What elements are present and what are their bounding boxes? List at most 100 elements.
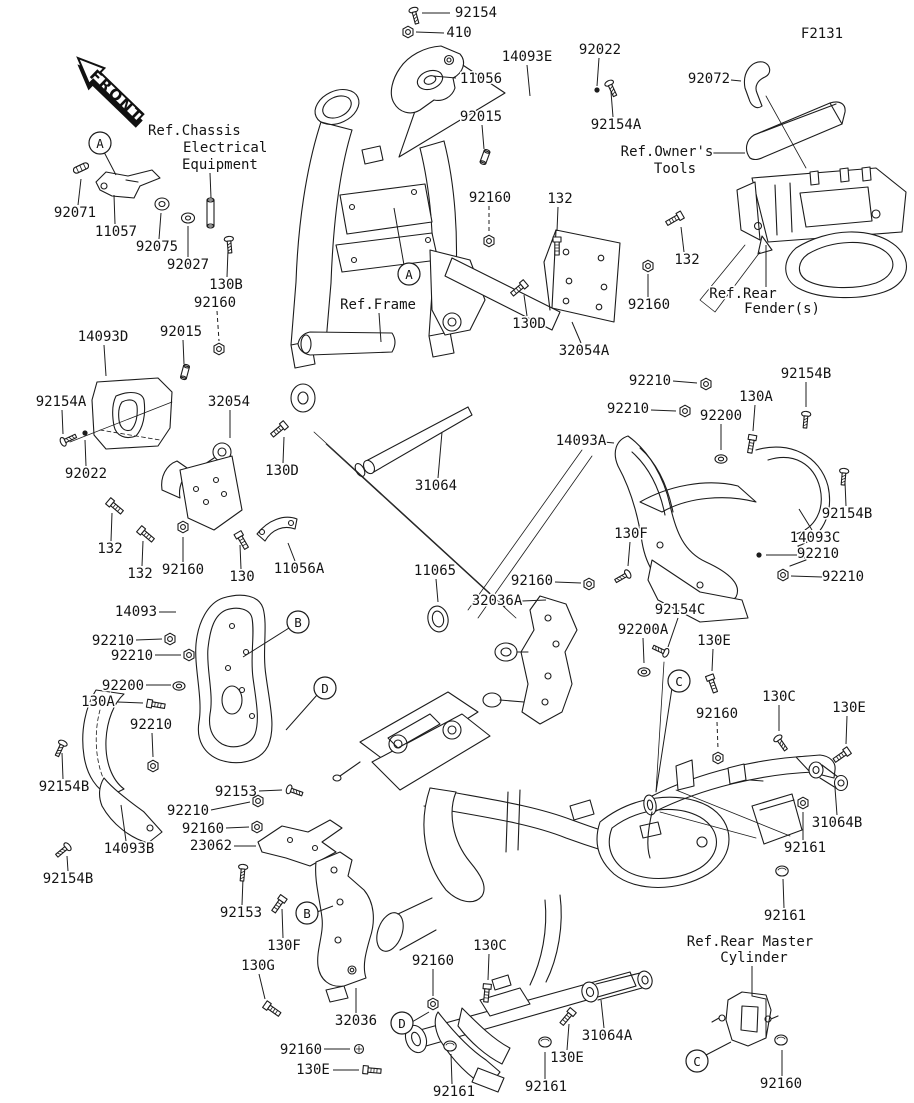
callout-leader: [705, 1041, 732, 1056]
part-label: 130C: [762, 689, 796, 705]
part-label: 92161: [433, 1084, 475, 1100]
artwork-stroke: [387, 713, 441, 749]
part-label: Equipment: [182, 157, 258, 173]
part-label: 130D: [265, 463, 299, 479]
bolt-icon: [262, 1000, 282, 1017]
artwork-stroke: [637, 970, 653, 990]
leader-line: [77, 178, 82, 206]
leader-line: [113, 194, 116, 225]
part-label: 14093E: [502, 49, 553, 65]
part-label: 130: [229, 569, 254, 585]
artwork-stroke: [755, 446, 830, 547]
artwork-stroke: [347, 965, 357, 975]
part-label: 32036A: [472, 593, 523, 609]
artwork-stroke: [348, 203, 356, 211]
steering-head-assembly: [314, 45, 506, 158]
part-label: 31064A: [582, 1028, 633, 1044]
leader-line: [437, 431, 443, 479]
artwork-stroke: [491, 974, 512, 991]
artwork-stroke: [837, 779, 845, 787]
artwork-stroke: [99, 429, 161, 441]
owners-tools-pouch: [743, 61, 846, 169]
artwork-stroke: [212, 476, 220, 484]
leader-line: [116, 701, 144, 704]
phead-icon: [353, 1043, 365, 1055]
part-label: 130G: [241, 958, 275, 974]
artwork-stroke: [765, 95, 807, 169]
front-arrow-label: FRONT: [86, 66, 147, 126]
artwork-stroke: [195, 594, 273, 764]
bracket-23062: [257, 819, 343, 867]
callout-leader: [411, 1011, 430, 1023]
artwork-stroke: [431, 610, 445, 628]
part-label: Ref.Rear Master: [687, 934, 813, 950]
artwork-stroke: [257, 819, 343, 867]
artwork-stroke: [339, 183, 433, 235]
leader-line: [209, 172, 212, 199]
leader-line: [158, 212, 162, 240]
cover-14093a: [467, 435, 749, 623]
part-label: 14093: [115, 604, 157, 620]
artwork-stroke: [100, 182, 108, 190]
artwork-stroke: [659, 789, 791, 839]
artwork-stroke: [99, 777, 163, 844]
part-label: 92027: [167, 257, 209, 273]
artwork-stroke: [500, 647, 512, 657]
artwork-stroke: [785, 231, 907, 299]
front-arrow-body: [76, 56, 145, 123]
bracket-32054: [161, 442, 243, 531]
artwork-stroke: [311, 844, 319, 852]
artwork-stroke: [861, 166, 872, 182]
part-label: 92154: [455, 5, 497, 21]
leader-line: [711, 648, 714, 672]
screw-icon: [223, 235, 234, 254]
part-label: 92015: [460, 109, 502, 125]
nut-icon: [483, 234, 495, 248]
leader-line: [603, 441, 615, 444]
bracket-32036: [315, 851, 374, 1003]
part-label: 31064B: [812, 815, 863, 831]
part-label: Tools: [654, 161, 696, 177]
leader-line: [258, 789, 283, 792]
callout-leader: [316, 905, 334, 913]
artwork-stroke: [91, 377, 173, 450]
artwork-stroke: [696, 836, 708, 848]
leader-line: [526, 64, 531, 97]
leader-line: [642, 637, 645, 664]
artwork-stroke: [529, 894, 562, 986]
part-label: 92160: [162, 562, 204, 578]
artwork-stroke: [759, 799, 795, 811]
artwork-stroke: [631, 447, 674, 516]
bolt-icon: [136, 525, 155, 543]
leader-line: [226, 249, 229, 278]
artwork-stroke: [228, 622, 236, 630]
part-label: Fender(s): [744, 301, 820, 317]
part-label: Cylinder: [720, 950, 787, 966]
artwork-stroke: [184, 215, 192, 221]
artwork-stroke: [675, 759, 695, 791]
artwork-stroke: [467, 449, 593, 619]
artwork-stroke: [447, 725, 457, 735]
artwork-stroke: [224, 664, 232, 672]
bottom-tube-assembly: [404, 970, 653, 1093]
screw-icon: [651, 644, 670, 658]
leader-line: [281, 908, 284, 939]
screw-icon: [801, 410, 812, 429]
nut-icon: [177, 520, 189, 534]
artwork-stroke: [297, 391, 309, 405]
svg-text:B: B: [294, 615, 302, 630]
callout-leader: [103, 151, 117, 176]
artwork-stroke: [207, 607, 258, 748]
artwork-stroke: [789, 545, 807, 567]
nut-icon: [712, 751, 724, 765]
part-label: 92022: [579, 42, 621, 58]
artwork-stroke: [258, 528, 266, 536]
part-label: F2131: [801, 26, 843, 42]
part-label: 14093B: [104, 841, 155, 857]
part-label: 92210: [797, 546, 839, 562]
artwork-stroke: [798, 241, 894, 289]
artwork-stroke: [457, 1007, 511, 1065]
part-label: 410: [446, 25, 471, 41]
rear-fender-assembly: [699, 166, 907, 313]
leader-line: [487, 953, 490, 981]
